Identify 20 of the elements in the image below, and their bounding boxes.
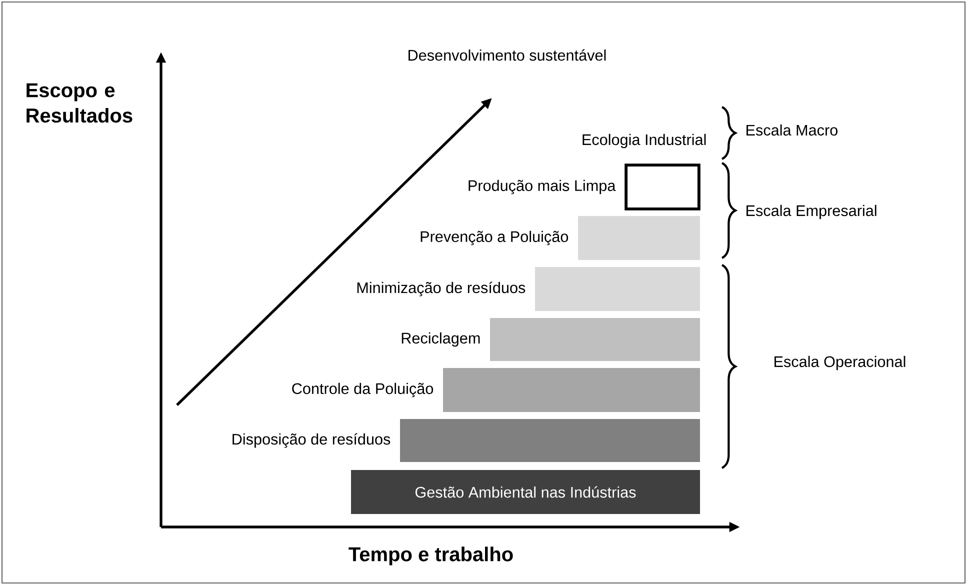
step-label: Reciclagem <box>402 332 480 347</box>
step-label: Minimização de resíduos <box>357 282 526 296</box>
arrow-label: Desenvolvimento sustentável <box>408 49 606 61</box>
step-label: Ecologia Industrial <box>582 134 706 148</box>
brace-label: Escala Macro <box>746 124 838 136</box>
axis-title: Escopo e Resultados <box>26 83 132 123</box>
step-bar <box>578 216 700 260</box>
brace-label: Escala Operacional <box>774 356 906 370</box>
step-bar <box>400 419 700 462</box>
step-bar <box>443 368 700 412</box>
axis-title: Tempo e trabalho <box>348 546 513 566</box>
step-label: Produção mais Limpa <box>468 180 616 194</box>
step-label: Prevenção a Poluição <box>420 230 568 246</box>
step-label: Controle da Poluição <box>292 382 434 398</box>
step-label: Disposição de resíduos <box>232 433 390 448</box>
outline-box <box>624 164 700 210</box>
base-bar: Gestão Ambiental nas Indústrias <box>351 470 700 514</box>
brace-label: Escala Empresarial <box>746 204 876 220</box>
step-bar <box>490 318 700 361</box>
step-bar <box>535 267 700 311</box>
